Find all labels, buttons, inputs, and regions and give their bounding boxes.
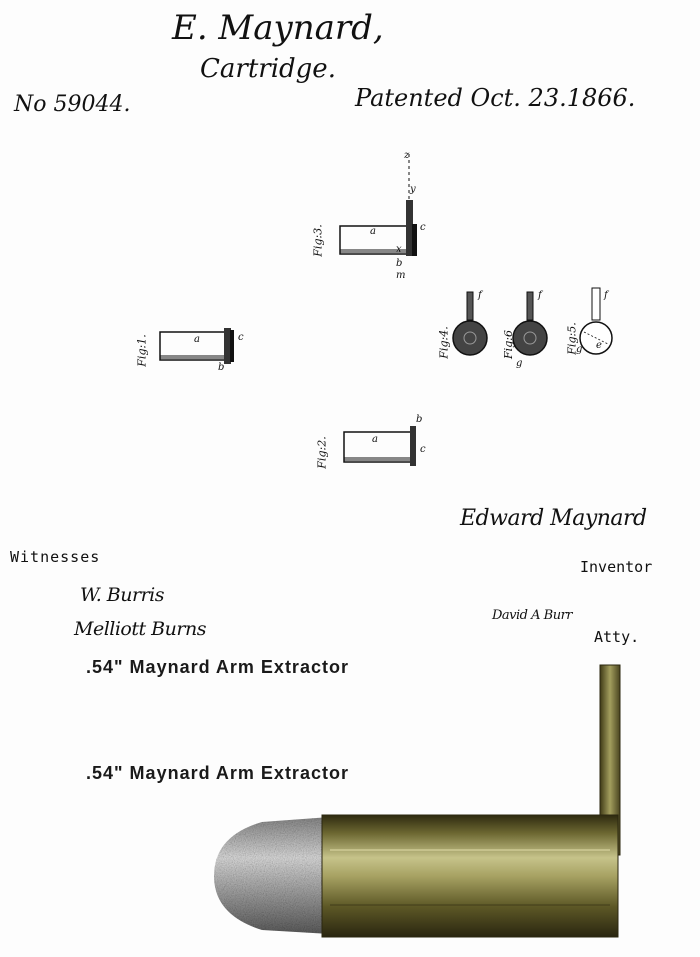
inventor-signature: Edward Maynard	[460, 506, 647, 531]
lead-bullet	[214, 817, 330, 934]
inventor-label: Inventor	[580, 558, 653, 576]
caption-2: .54" Maynard Arm Extractor	[86, 763, 349, 783]
fig3-letter-c: c	[420, 222, 426, 233]
fig3-letter-x: x	[396, 244, 402, 255]
fig1-letter-c: c	[238, 332, 244, 343]
caption-1: .54" Maynard Arm Extractor	[86, 657, 349, 677]
witness-1-signature: W. Burris	[80, 584, 164, 606]
fig6-letter-f: f	[538, 290, 542, 301]
fig6-letter-g: g	[516, 358, 523, 369]
fig1-letter-a: a	[194, 334, 200, 345]
fig1-drawing	[159, 328, 234, 364]
fig4-drawing	[452, 291, 488, 356]
fig2-letter-b: b	[416, 414, 423, 425]
patent-number: No 59044.	[14, 92, 131, 117]
witness-2-signature: Melliott Burns	[74, 618, 206, 640]
fig3-letter-a: a	[370, 226, 376, 237]
fig5-drawing	[579, 287, 613, 355]
patent-date: Patented Oct. 23.1866.	[355, 84, 636, 112]
fig6-drawing	[512, 291, 548, 356]
attorney-label: Atty.	[594, 628, 640, 646]
fig3-letter-y: y	[410, 184, 416, 195]
inventor-name: E. Maynard,	[172, 8, 384, 48]
fig4-letter-f: f	[478, 290, 482, 301]
fig2-letter-c: c	[420, 444, 426, 455]
fig5-letter-f: f	[604, 290, 608, 301]
fig2-drawing	[343, 426, 416, 466]
fig5-letter-e: e	[596, 340, 602, 351]
fig3-letter-z: z	[404, 150, 410, 161]
fig3-drawing	[339, 154, 417, 256]
fig3-letter-m: m	[396, 270, 406, 281]
patent-title: Cartridge.	[200, 54, 336, 84]
fig1-letter-b: b	[218, 362, 225, 373]
fig2-letter-a: a	[372, 434, 378, 445]
attorney-signature: David A Burr	[492, 608, 573, 623]
fig3-letter-b: b	[396, 258, 403, 269]
witnesses-label: Witnesses	[10, 548, 101, 566]
fig5-letter-g: g	[576, 344, 583, 355]
brass-case	[322, 815, 618, 937]
